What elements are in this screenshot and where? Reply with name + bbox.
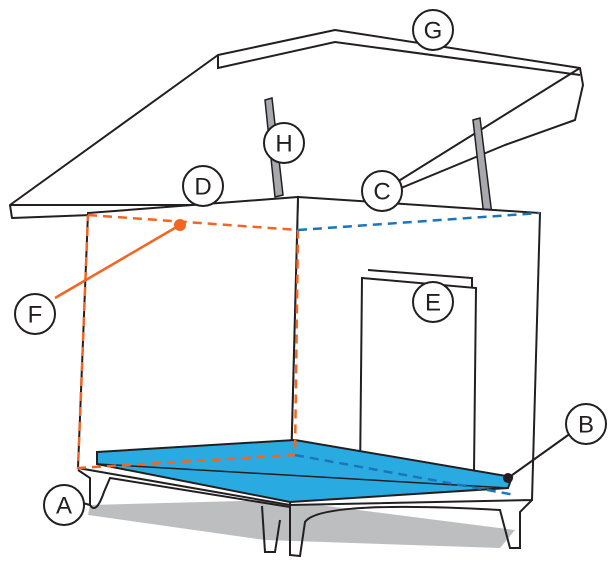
base-legs <box>77 469 533 558</box>
callout-c-text: C <box>373 179 390 206</box>
callout-d-text: D <box>194 174 211 201</box>
callout-e: E <box>412 281 454 323</box>
callout-e-text: E <box>425 290 441 317</box>
base-legs-front <box>261 505 281 553</box>
callout-g-text: G <box>424 18 443 45</box>
leader-f-dot <box>174 219 186 231</box>
door-top-trim <box>367 269 473 288</box>
callout-d: D <box>182 165 224 207</box>
ground-shadow <box>88 500 515 548</box>
leader-b <box>507 427 579 479</box>
callout-f: F <box>14 293 56 335</box>
blue-hidden-edges <box>297 211 541 232</box>
roof-ridge-line <box>217 40 581 76</box>
callout-a-text: A <box>56 493 72 520</box>
callout-h: H <box>263 122 305 164</box>
callout-g: G <box>412 9 454 51</box>
callout-b: B <box>565 403 607 445</box>
callout-b-text: B <box>578 412 594 439</box>
callout-h-text: H <box>275 131 292 158</box>
blue-hidden-edges-floor <box>294 453 516 497</box>
callout-f-text: F <box>28 302 43 329</box>
callout-a: A <box>43 484 85 526</box>
roof-panel <box>9 29 584 219</box>
floor-edge <box>96 463 509 489</box>
leader-f <box>54 223 181 300</box>
callout-c: C <box>361 170 403 212</box>
